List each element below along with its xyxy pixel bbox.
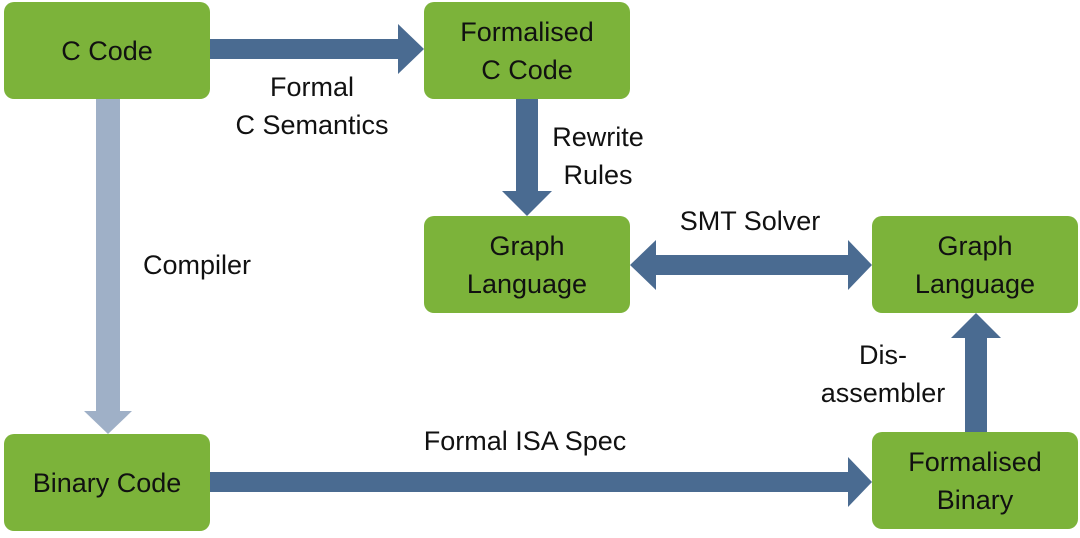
node-formalised-c-code: Formalised C Code [424, 2, 630, 99]
node-graph-language-right: Graph Language [872, 216, 1078, 313]
arrow-formal-c-semantics [210, 24, 424, 74]
edge-label-formal-isa-spec: Formal ISA Spec [423, 426, 627, 456]
node-binary-code: Binary Code [4, 434, 210, 531]
edge-label-disassembler: Dis- assembler [820, 340, 946, 408]
node-formalised-binary: Formalised Binary [872, 432, 1078, 529]
edge-label-compiler: Compiler [142, 250, 252, 280]
node-c-code: C Code [4, 2, 210, 99]
arrow-disassembler [951, 313, 1001, 432]
edge-label-formal-c-semantics: Formal C Semantics [235, 72, 389, 140]
edge-label-rewrite-rules: Rewrite Rules [552, 122, 644, 190]
edge-label-smt-solver: SMT Solver [679, 206, 821, 236]
node-graph-language-left: Graph Language [424, 216, 630, 313]
arrow-formal-isa-spec [210, 457, 872, 507]
arrow-rewrite-rules [502, 99, 552, 216]
arrow-smt-solver [630, 240, 872, 290]
arrow-compiler [84, 99, 132, 434]
